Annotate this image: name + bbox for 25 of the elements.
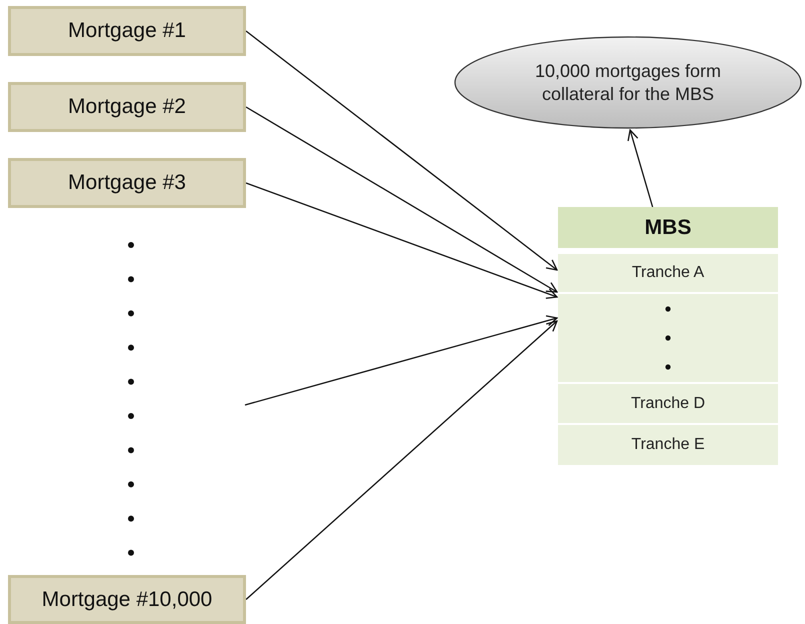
mortgage-label: Mortgage #1 (68, 19, 186, 43)
arrow (244, 315, 558, 406)
tranche-row (558, 254, 778, 292)
tranche-label: Tranche A (632, 264, 704, 282)
arrow (246, 320, 558, 600)
mortgage-box (8, 6, 246, 56)
ellipse-node (453, 35, 803, 130)
tranche-label: Tranche E (631, 436, 705, 454)
mortgage-label: Mortgage #3 (68, 171, 186, 195)
note-text: 10,000 mortgages form collateral for the MBS (534, 60, 722, 105)
arrow (246, 106, 558, 293)
tranche-row (558, 425, 778, 465)
mortgage-box (8, 575, 246, 624)
arrow (627, 129, 654, 208)
arrow (246, 30, 558, 271)
mortgage-label: Mortgage #2 (68, 95, 186, 119)
tranche-label: Tranche D (630, 394, 706, 412)
tranche-row (558, 384, 778, 423)
table-panel (558, 207, 778, 465)
arrow (246, 182, 558, 299)
table-header: MBS (558, 207, 778, 248)
mortgage-label: Mortgage #10,000 (42, 588, 212, 612)
tranche-row (558, 294, 778, 382)
mortgage-box (8, 82, 246, 132)
mortgage-box (8, 158, 246, 208)
